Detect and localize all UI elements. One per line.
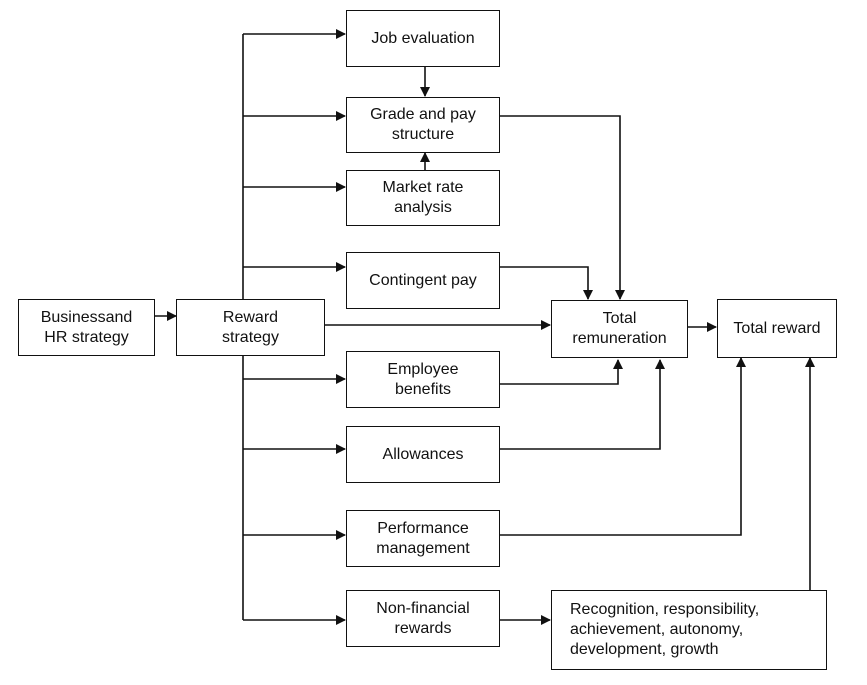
edge-employee-benefits-to-total-remuneration (500, 359, 623, 385)
node-recognition-responsibility: Recognition, responsibility, achievement… (551, 590, 827, 670)
node-employee-benefits: Employee benefits (346, 351, 500, 408)
edge-grade-pay-to-total-remuneration (500, 115, 625, 300)
node-market-rate-analysis: Market rate analysis (346, 170, 500, 226)
edge-allowances-to-total-remuneration (500, 359, 665, 450)
node-job-evaluation: Job evaluation (346, 10, 500, 67)
node-business-hr-strategy: Businessand HR strategy (18, 299, 155, 356)
edge-contingent-pay-to-total-remuneration (500, 266, 593, 300)
node-non-financial-rewards: Non-financial rewards (346, 590, 500, 647)
node-total-remuneration: Total remuneration (551, 300, 688, 358)
node-performance-management: Performance management (346, 510, 500, 567)
edge-performance-management-to-total-reward (500, 357, 746, 536)
node-total-reward: Total reward (717, 299, 837, 358)
node-contingent-pay: Contingent pay (346, 252, 500, 309)
node-reward-strategy: Reward strategy (176, 299, 325, 356)
node-grade-pay-structure: Grade and pay structure (346, 97, 500, 153)
node-allowances: Allowances (346, 426, 500, 483)
